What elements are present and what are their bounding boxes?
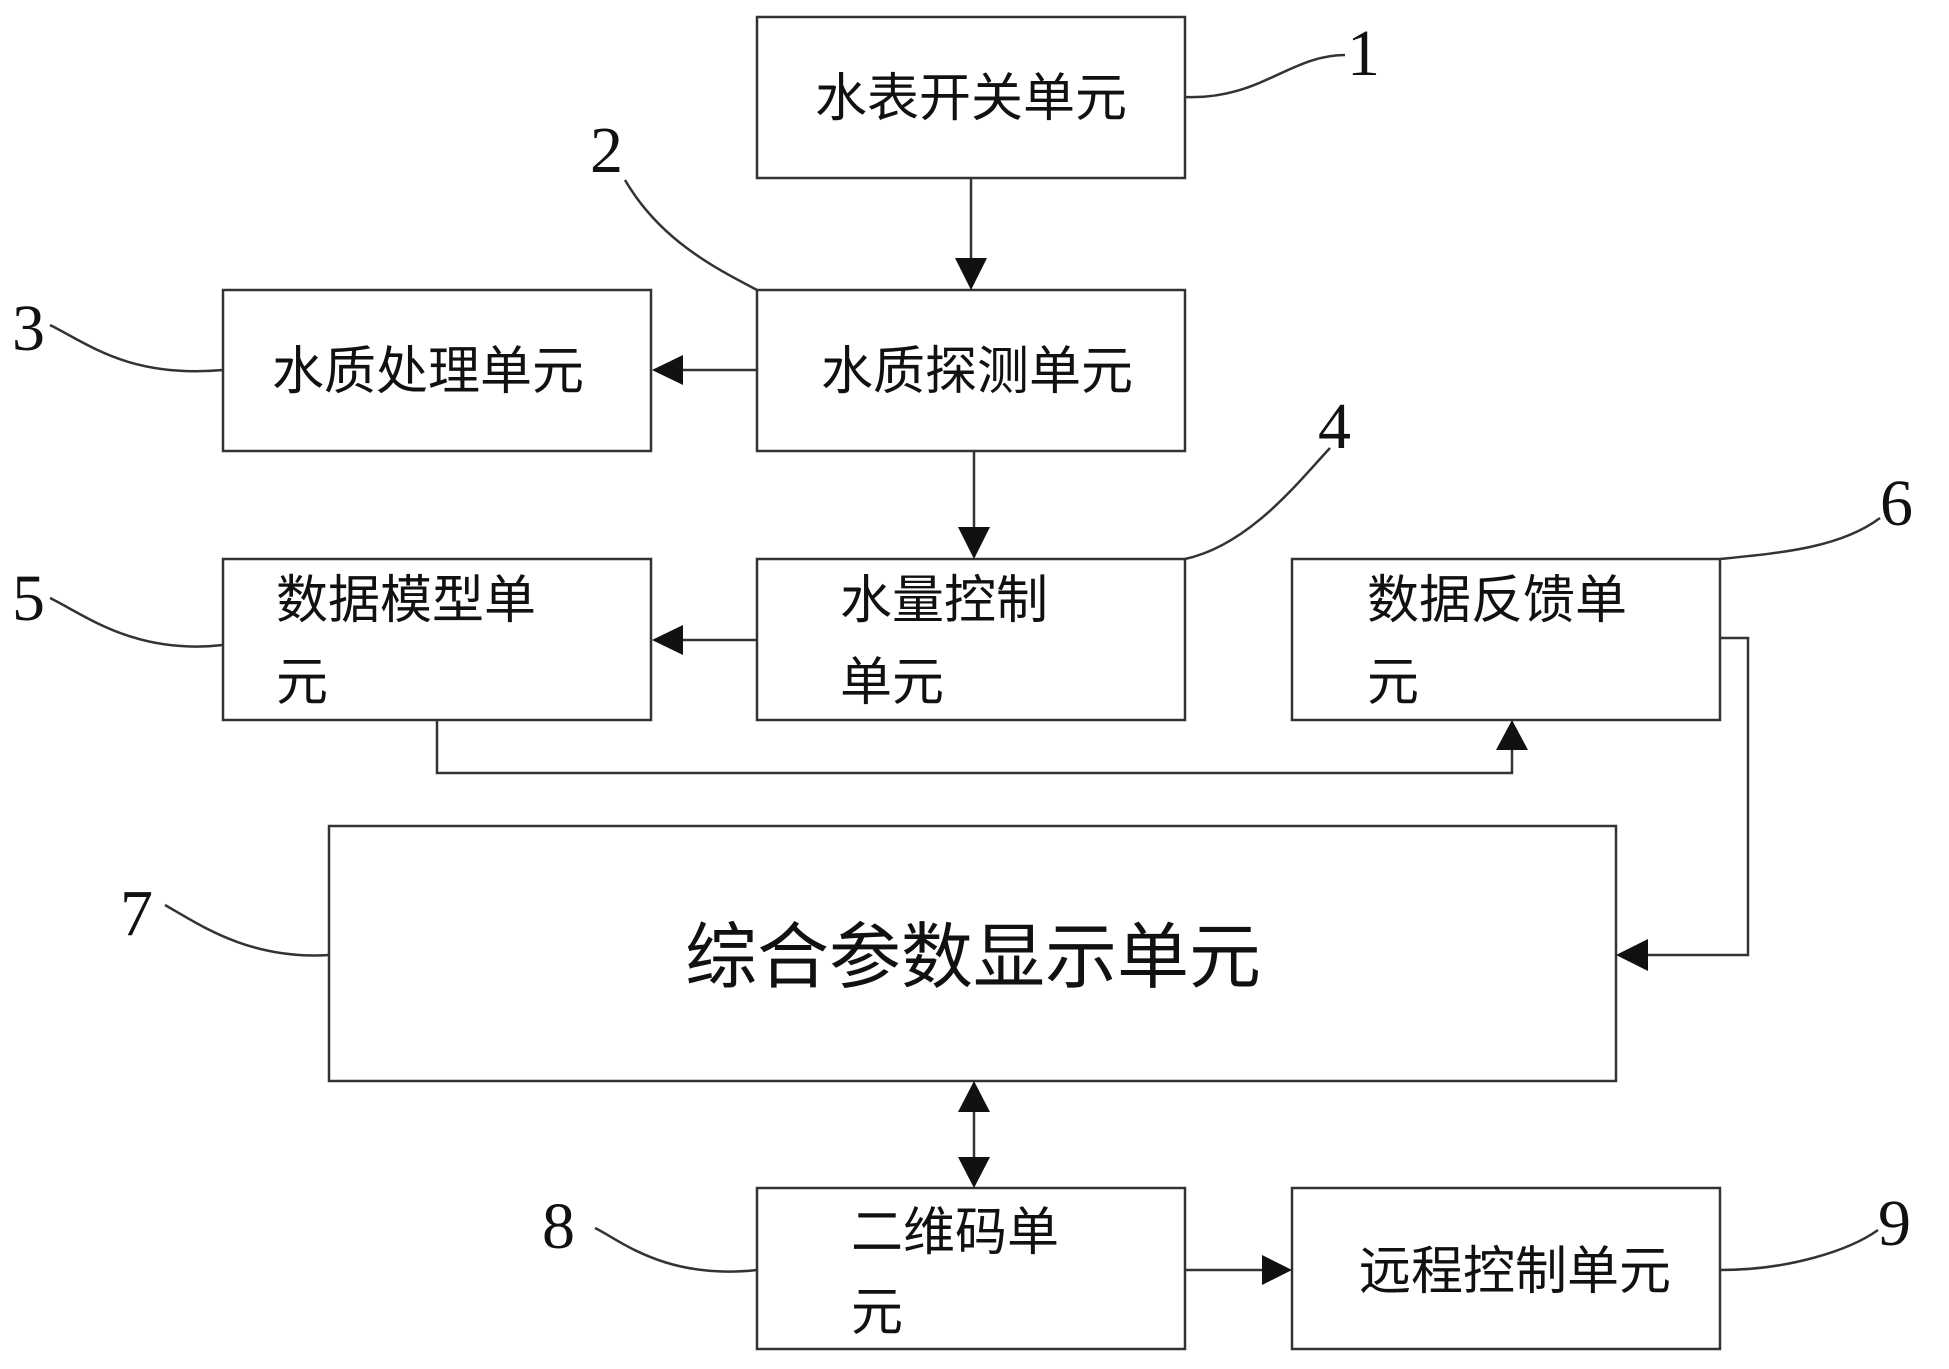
- unit-5-label-line1: 数据模型单: [276, 571, 536, 631]
- arrowhead-2-to-4: [958, 527, 990, 559]
- unit-6-label-line2: 元: [1367, 653, 1419, 713]
- unit-2-label: 水质探测单元: [821, 342, 1133, 402]
- leader-8: [595, 1228, 757, 1272]
- leader-7: [165, 905, 329, 955]
- ref-number-3: 3: [12, 292, 45, 365]
- unit-3-label: 水质处理单元: [272, 342, 584, 402]
- ref-number-6: 6: [1880, 467, 1913, 540]
- ref-number-8: 8: [542, 1190, 575, 1263]
- ref-number-7: 7: [120, 877, 153, 950]
- arrowhead-8-to-9: [1262, 1255, 1292, 1285]
- arrowhead-1-to-2: [955, 258, 987, 290]
- leader-1: [1185, 55, 1345, 97]
- unit-4-label-line1: 水量控制: [840, 571, 1048, 631]
- ref-number-2: 2: [590, 114, 623, 187]
- arrowhead-6-to-7: [1616, 939, 1648, 971]
- leader-5: [50, 598, 223, 647]
- ref-number-9: 9: [1878, 1187, 1911, 1260]
- ref-number-4: 4: [1318, 390, 1351, 463]
- leader-2: [625, 180, 757, 290]
- leader-4: [1185, 448, 1330, 559]
- arrowhead-7-to-8-bottom: [958, 1157, 990, 1188]
- unit-6-label-line1: 数据反馈单: [1367, 571, 1627, 631]
- unit-9-label: 远程控制单元: [1359, 1242, 1671, 1302]
- ref-number-5: 5: [12, 562, 45, 635]
- unit-8-label-line1: 二维码单: [851, 1203, 1059, 1263]
- unit-8-label-line2: 元: [851, 1283, 903, 1343]
- unit-4-label-line2: 单元: [840, 653, 944, 713]
- arrowhead-7-to-8-top: [958, 1081, 990, 1112]
- unit-1-label: 水表开关单元: [815, 69, 1127, 129]
- arrowhead-2-to-3: [652, 355, 683, 385]
- arrowhead-5-to-6: [1496, 720, 1528, 750]
- leader-3: [50, 325, 223, 371]
- leader-6: [1720, 518, 1880, 559]
- connector-5-to-6: [437, 720, 1512, 773]
- ref-number-1: 1: [1347, 17, 1380, 90]
- arrowhead-4-to-5: [652, 625, 683, 655]
- unit-7-label: 综合参数显示单元: [685, 915, 1261, 999]
- unit-5-label-line2: 元: [276, 653, 328, 713]
- leader-9: [1720, 1230, 1878, 1270]
